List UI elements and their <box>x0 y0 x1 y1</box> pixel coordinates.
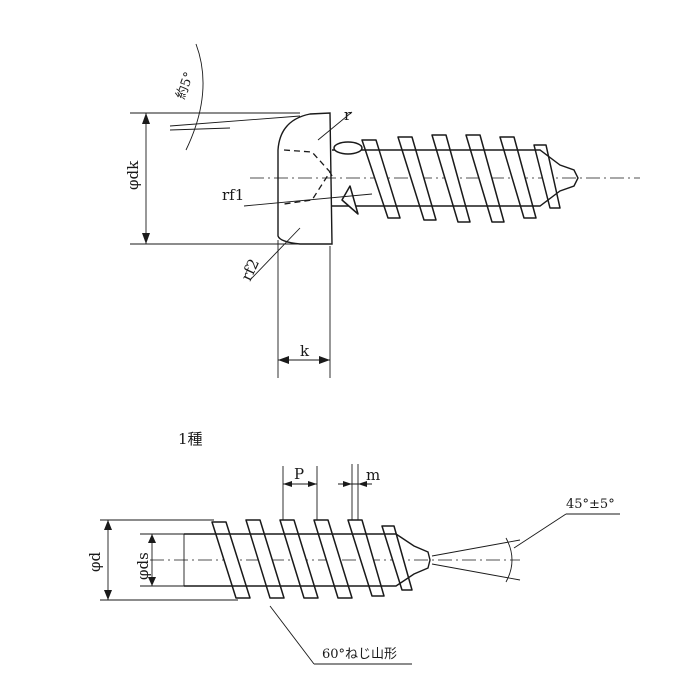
k-arrow-left <box>278 356 289 364</box>
fillet-radius-2-label: rf2 <box>237 256 263 284</box>
recess-hidden-line-2 <box>329 171 333 177</box>
recess-hidden-line <box>283 149 331 205</box>
tip-angle-leader <box>513 513 567 549</box>
top-screw-view: φdk 約5° r rf1 rf2 k <box>124 43 640 378</box>
k-arrow-right <box>319 356 330 364</box>
ds-arrow-bottom <box>148 577 156 586</box>
bottom-thread-teeth <box>211 519 413 599</box>
top-neck-tooth <box>333 141 363 155</box>
tip-angle-arc <box>505 537 513 583</box>
top-shank-outline <box>332 149 579 207</box>
d-arrow-bottom <box>104 590 112 600</box>
ds-arrow-top <box>148 534 156 543</box>
tip-angle-line-2 <box>431 563 521 581</box>
head-radius-label: r <box>344 106 352 124</box>
pitch-label: P <box>294 465 304 483</box>
m-arrow-right <box>358 481 367 487</box>
d-arrow-top <box>104 520 112 530</box>
pitch-arrow-left <box>283 481 292 487</box>
fillet-radius-1-label: rf1 <box>222 186 244 204</box>
profile-leader <box>269 605 315 665</box>
head-angle-label: 約5° <box>174 70 198 101</box>
rf2-leader <box>249 227 301 281</box>
bottom-thread-view: P m φd φds 45°±5° 60°ねじ山形 <box>86 464 620 665</box>
thread-diameter-label: φd <box>86 551 104 572</box>
top-lead-tooth <box>341 185 359 215</box>
shank-diameter-label: φds <box>134 552 152 580</box>
dk-arrow-top <box>142 113 150 124</box>
thread-profile-label: 60°ねじ山形 <box>322 647 397 662</box>
angle-line-1 <box>169 115 301 127</box>
pan-head-outline <box>277 112 333 245</box>
top-thread-teeth <box>361 134 561 223</box>
tip-angle-label: 45°±5° <box>566 497 615 512</box>
m-arrow-left <box>343 481 352 487</box>
pitch-arrow-right <box>308 481 317 487</box>
bottom-shank-outline <box>184 533 431 587</box>
tip-angle-line-1 <box>431 539 521 557</box>
type-title: 1種 <box>178 430 203 448</box>
angle-line-2 <box>169 127 231 131</box>
rf1-leader <box>243 193 373 207</box>
angle-arc <box>185 43 204 151</box>
crest-width-label: m <box>366 466 380 484</box>
r-leader <box>317 111 353 141</box>
dk-arrow-bottom <box>142 233 150 244</box>
head-diameter-label: φdk <box>124 160 142 190</box>
head-height-label: k <box>300 342 310 360</box>
